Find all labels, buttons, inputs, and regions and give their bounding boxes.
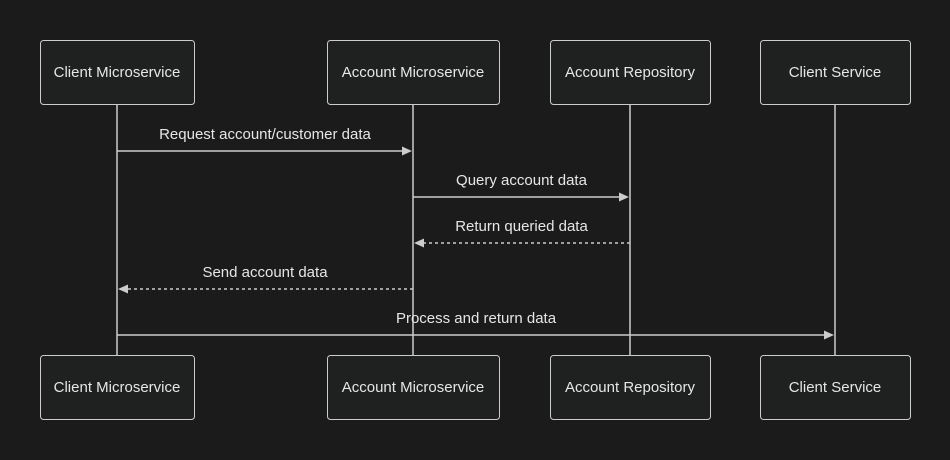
message-label: Process and return data [396, 310, 557, 327]
message-label: Request account/customer data [159, 126, 371, 143]
participant-label: Client Service [789, 379, 882, 396]
participant-bottom-client_ms: Client Microservice [40, 355, 195, 420]
participant-box [760, 40, 911, 105]
lifelines [116, 104, 836, 355]
message-label: Query account data [456, 172, 588, 189]
message-1: Request account/customer data [117, 126, 412, 156]
participant-label: Account Repository [565, 64, 696, 81]
participant-bottom-account_ms: Account Microservice [327, 355, 500, 420]
participant-top-client_svc: Client Service [760, 40, 911, 105]
message-label: Send account data [202, 264, 328, 281]
participant-top-account_repo: Account Repository [550, 40, 711, 105]
arrowhead-icon [619, 192, 629, 202]
message-3: Return queried data [414, 218, 630, 248]
message-label: Return queried data [455, 218, 588, 235]
participant-label: Account Microservice [342, 379, 485, 396]
participant-label: Account Repository [565, 379, 696, 396]
participant-top-client_ms: Client Microservice [40, 40, 195, 105]
participant-label: Account Microservice [342, 64, 485, 81]
arrowhead-icon [824, 330, 834, 340]
participant-bottom-client_svc: Client Service [760, 355, 911, 420]
participant-box [327, 355, 500, 420]
arrowhead-icon [414, 238, 424, 248]
participant-box [327, 40, 500, 105]
participant-box [40, 40, 195, 105]
participant-top-account_ms: Account Microservice [327, 40, 500, 105]
participant-box [40, 355, 195, 420]
participant-bottom-account_repo: Account Repository [550, 355, 711, 420]
participant-label: Client Service [789, 64, 882, 81]
participants-bottom: Client Microservice Account Microservice A… [40, 355, 911, 420]
participant-label: Client Microservice [54, 379, 181, 396]
arrowhead-icon [118, 284, 128, 294]
message-5: Process and return data [117, 310, 834, 340]
participant-box [550, 355, 711, 420]
participant-box [550, 40, 711, 105]
participants-top: Client Microservice Account Microservice A… [40, 40, 911, 105]
message-4: Send account data [118, 264, 413, 294]
message-2: Query account data [413, 172, 629, 202]
arrowhead-icon [402, 146, 412, 156]
participant-box [760, 355, 911, 420]
participant-label: Client Microservice [54, 64, 181, 81]
